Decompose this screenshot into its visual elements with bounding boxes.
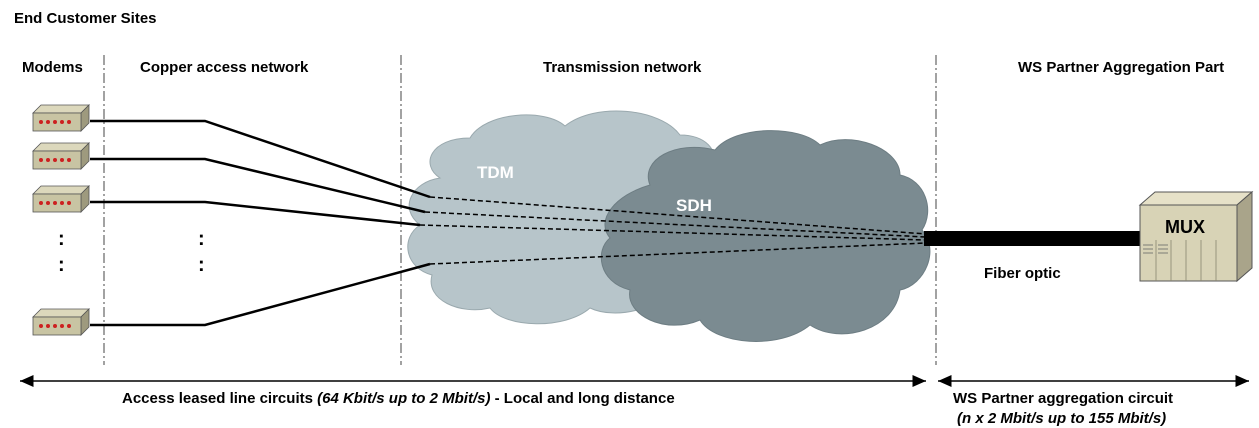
header-copper: Copper access network	[140, 59, 309, 76]
section-dividers	[103, 55, 937, 365]
access-caption-prefix: Access leased line circuits	[122, 390, 318, 407]
modem-2	[32, 142, 90, 170]
access-caption-rate: (64 Kbit/s up to 2 Mbit/s)	[317, 390, 491, 407]
copper-lines	[90, 119, 431, 327]
ellipsis-dot-4: :	[198, 254, 205, 276]
header-modems: Modems	[22, 59, 83, 76]
modem-3	[32, 185, 90, 213]
fiber-optic-label: Fiber optic	[984, 265, 1061, 282]
ellipsis-dot-1: :	[58, 228, 65, 250]
ellipsis-dot-3: :	[198, 228, 205, 250]
header-transmission: Transmission network	[543, 59, 702, 76]
mux-label: MUX	[1165, 217, 1205, 237]
access-caption-suffix: - Local and long distance	[490, 390, 675, 407]
diagram-title: End Customer Sites	[14, 10, 157, 27]
fiber-optic-line	[924, 231, 1140, 246]
header-ws-partner: WS Partner Aggregation Part	[1018, 59, 1225, 76]
aggregation-caption-line1: WS Partner aggregation circuit	[953, 390, 1174, 407]
copper-ellipsis: : :	[198, 226, 205, 278]
ellipsis-dot-2: :	[58, 254, 65, 276]
aggregation-caption-line2: (n x 2 Mbit/s up to 155 Mbit/s)	[957, 410, 1167, 427]
modem-ellipsis: : :	[58, 226, 65, 278]
sdh-label: SDH	[676, 196, 712, 215]
modem-1	[32, 104, 90, 132]
mux-cabinet	[1138, 190, 1254, 283]
access-caption: Access leased line circuits (64 Kbit/s u…	[122, 390, 675, 407]
dashed-circuits	[419, 196, 927, 265]
modem-4	[32, 308, 90, 336]
tdm-label: TDM	[477, 163, 514, 182]
